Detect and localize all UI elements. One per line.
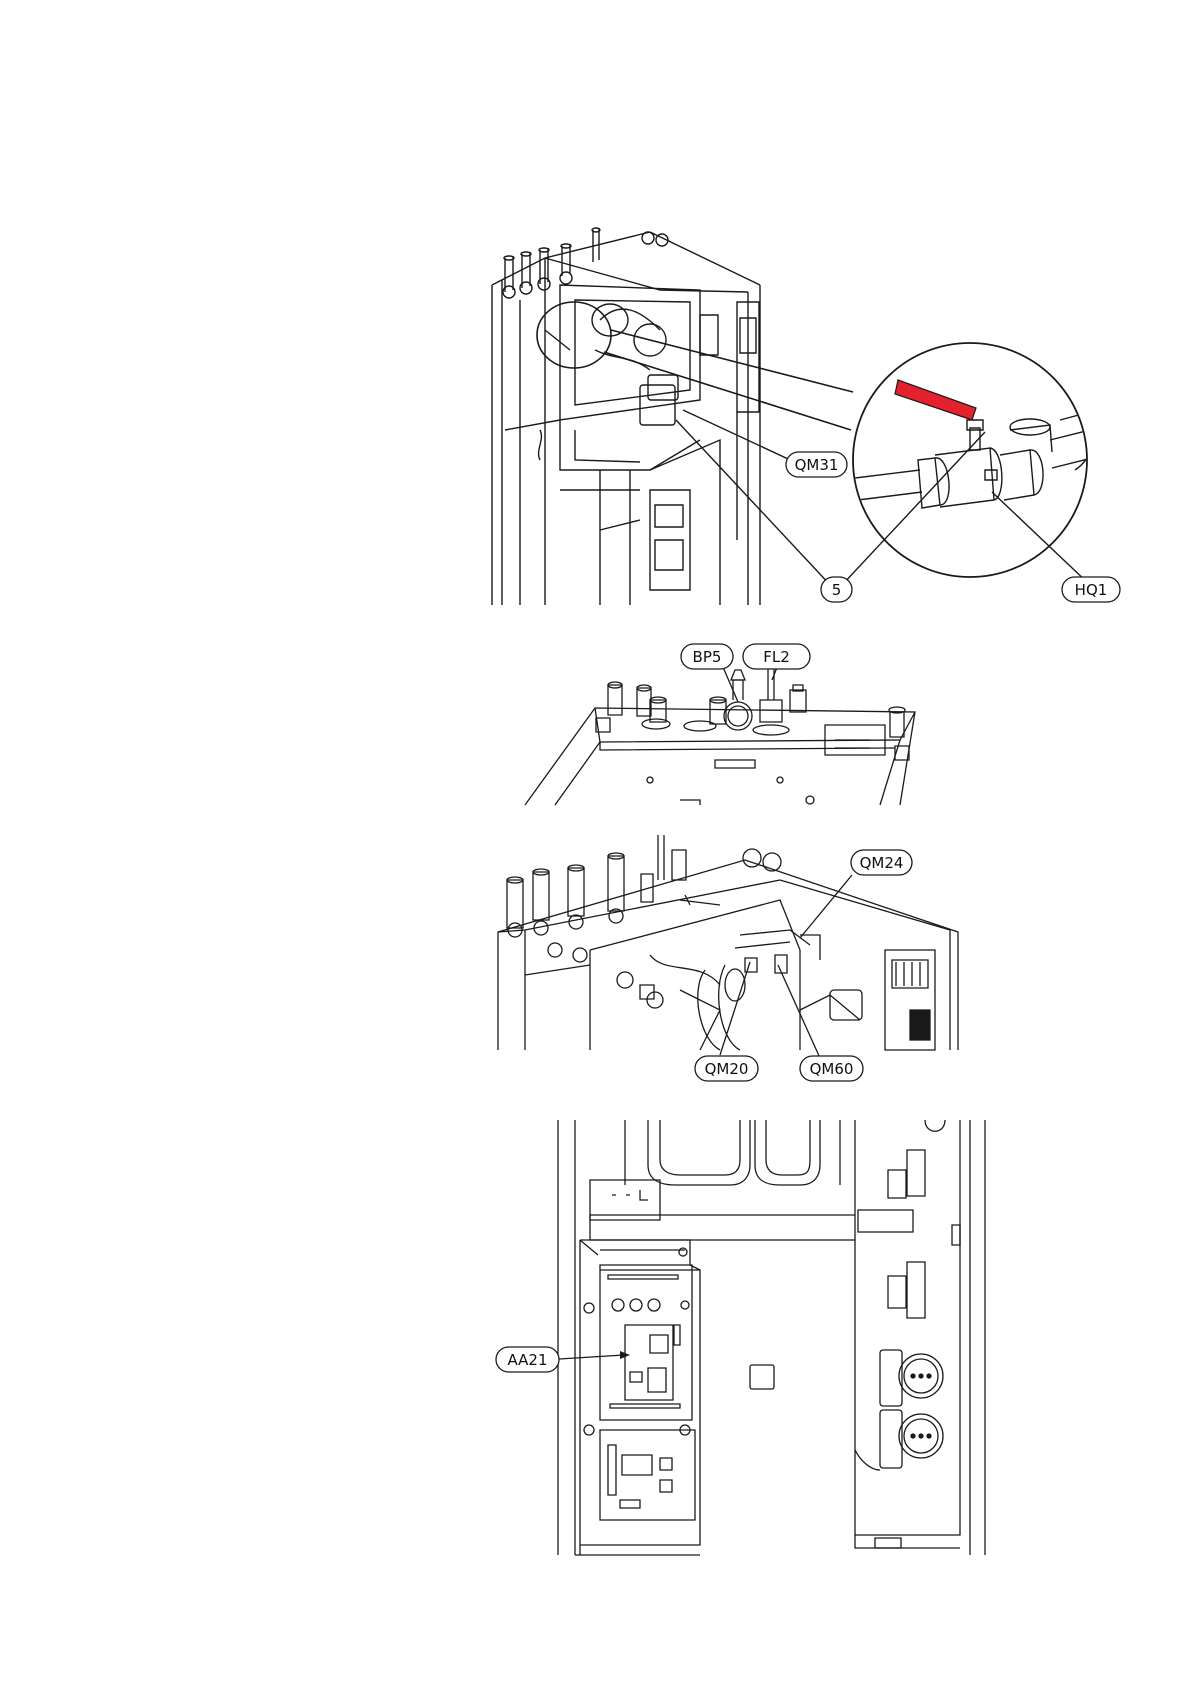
callout-line-qm24 bbox=[800, 875, 852, 938]
callout-line-qm31 bbox=[683, 410, 801, 465]
callout-line-qm60 bbox=[778, 965, 820, 1058]
label-hq1-text: HQ1 bbox=[1075, 581, 1108, 599]
label-qm20-text: QM20 bbox=[705, 1060, 749, 1078]
ball-valve-magnified bbox=[855, 412, 1094, 508]
magnified-detail-circle bbox=[853, 343, 1087, 577]
label-5: 5 bbox=[821, 577, 852, 602]
label-qm60-text: QM60 bbox=[810, 1060, 854, 1078]
label-hq1: HQ1 bbox=[1062, 577, 1120, 602]
label-bp5-text: BP5 bbox=[693, 648, 722, 666]
callout-line-qm20 bbox=[720, 962, 750, 1055]
label-bp5: BP5 bbox=[681, 644, 733, 669]
label-qm31: QM31 bbox=[786, 452, 847, 477]
label-qm24: QM24 bbox=[851, 850, 912, 875]
callout-line-aa21 bbox=[559, 1355, 624, 1359]
callout-line-hq1 bbox=[992, 492, 1089, 584]
valve-handle-red bbox=[895, 380, 976, 420]
label-aa21: AA21 bbox=[496, 1347, 559, 1372]
label-qm31-text: QM31 bbox=[795, 456, 839, 474]
figure-front-panel bbox=[558, 1120, 985, 1555]
label-5-text: 5 bbox=[832, 581, 842, 599]
label-fl2-text: FL2 bbox=[763, 648, 790, 666]
label-qm60: QM60 bbox=[800, 1056, 863, 1081]
label-qm24-text: QM24 bbox=[860, 854, 904, 872]
label-aa21-text: AA21 bbox=[507, 1351, 547, 1369]
detail-highlight-circle bbox=[537, 302, 611, 368]
unit-cabinet-top bbox=[492, 228, 760, 605]
magnifier-line-bottom bbox=[604, 352, 851, 430]
figure-top-gauge bbox=[525, 660, 915, 805]
callout-line-5-a bbox=[676, 420, 833, 588]
figure-valve-detail bbox=[492, 228, 1094, 605]
label-qm20: QM20 bbox=[695, 1056, 758, 1081]
label-fl2: FL2 bbox=[743, 644, 810, 669]
